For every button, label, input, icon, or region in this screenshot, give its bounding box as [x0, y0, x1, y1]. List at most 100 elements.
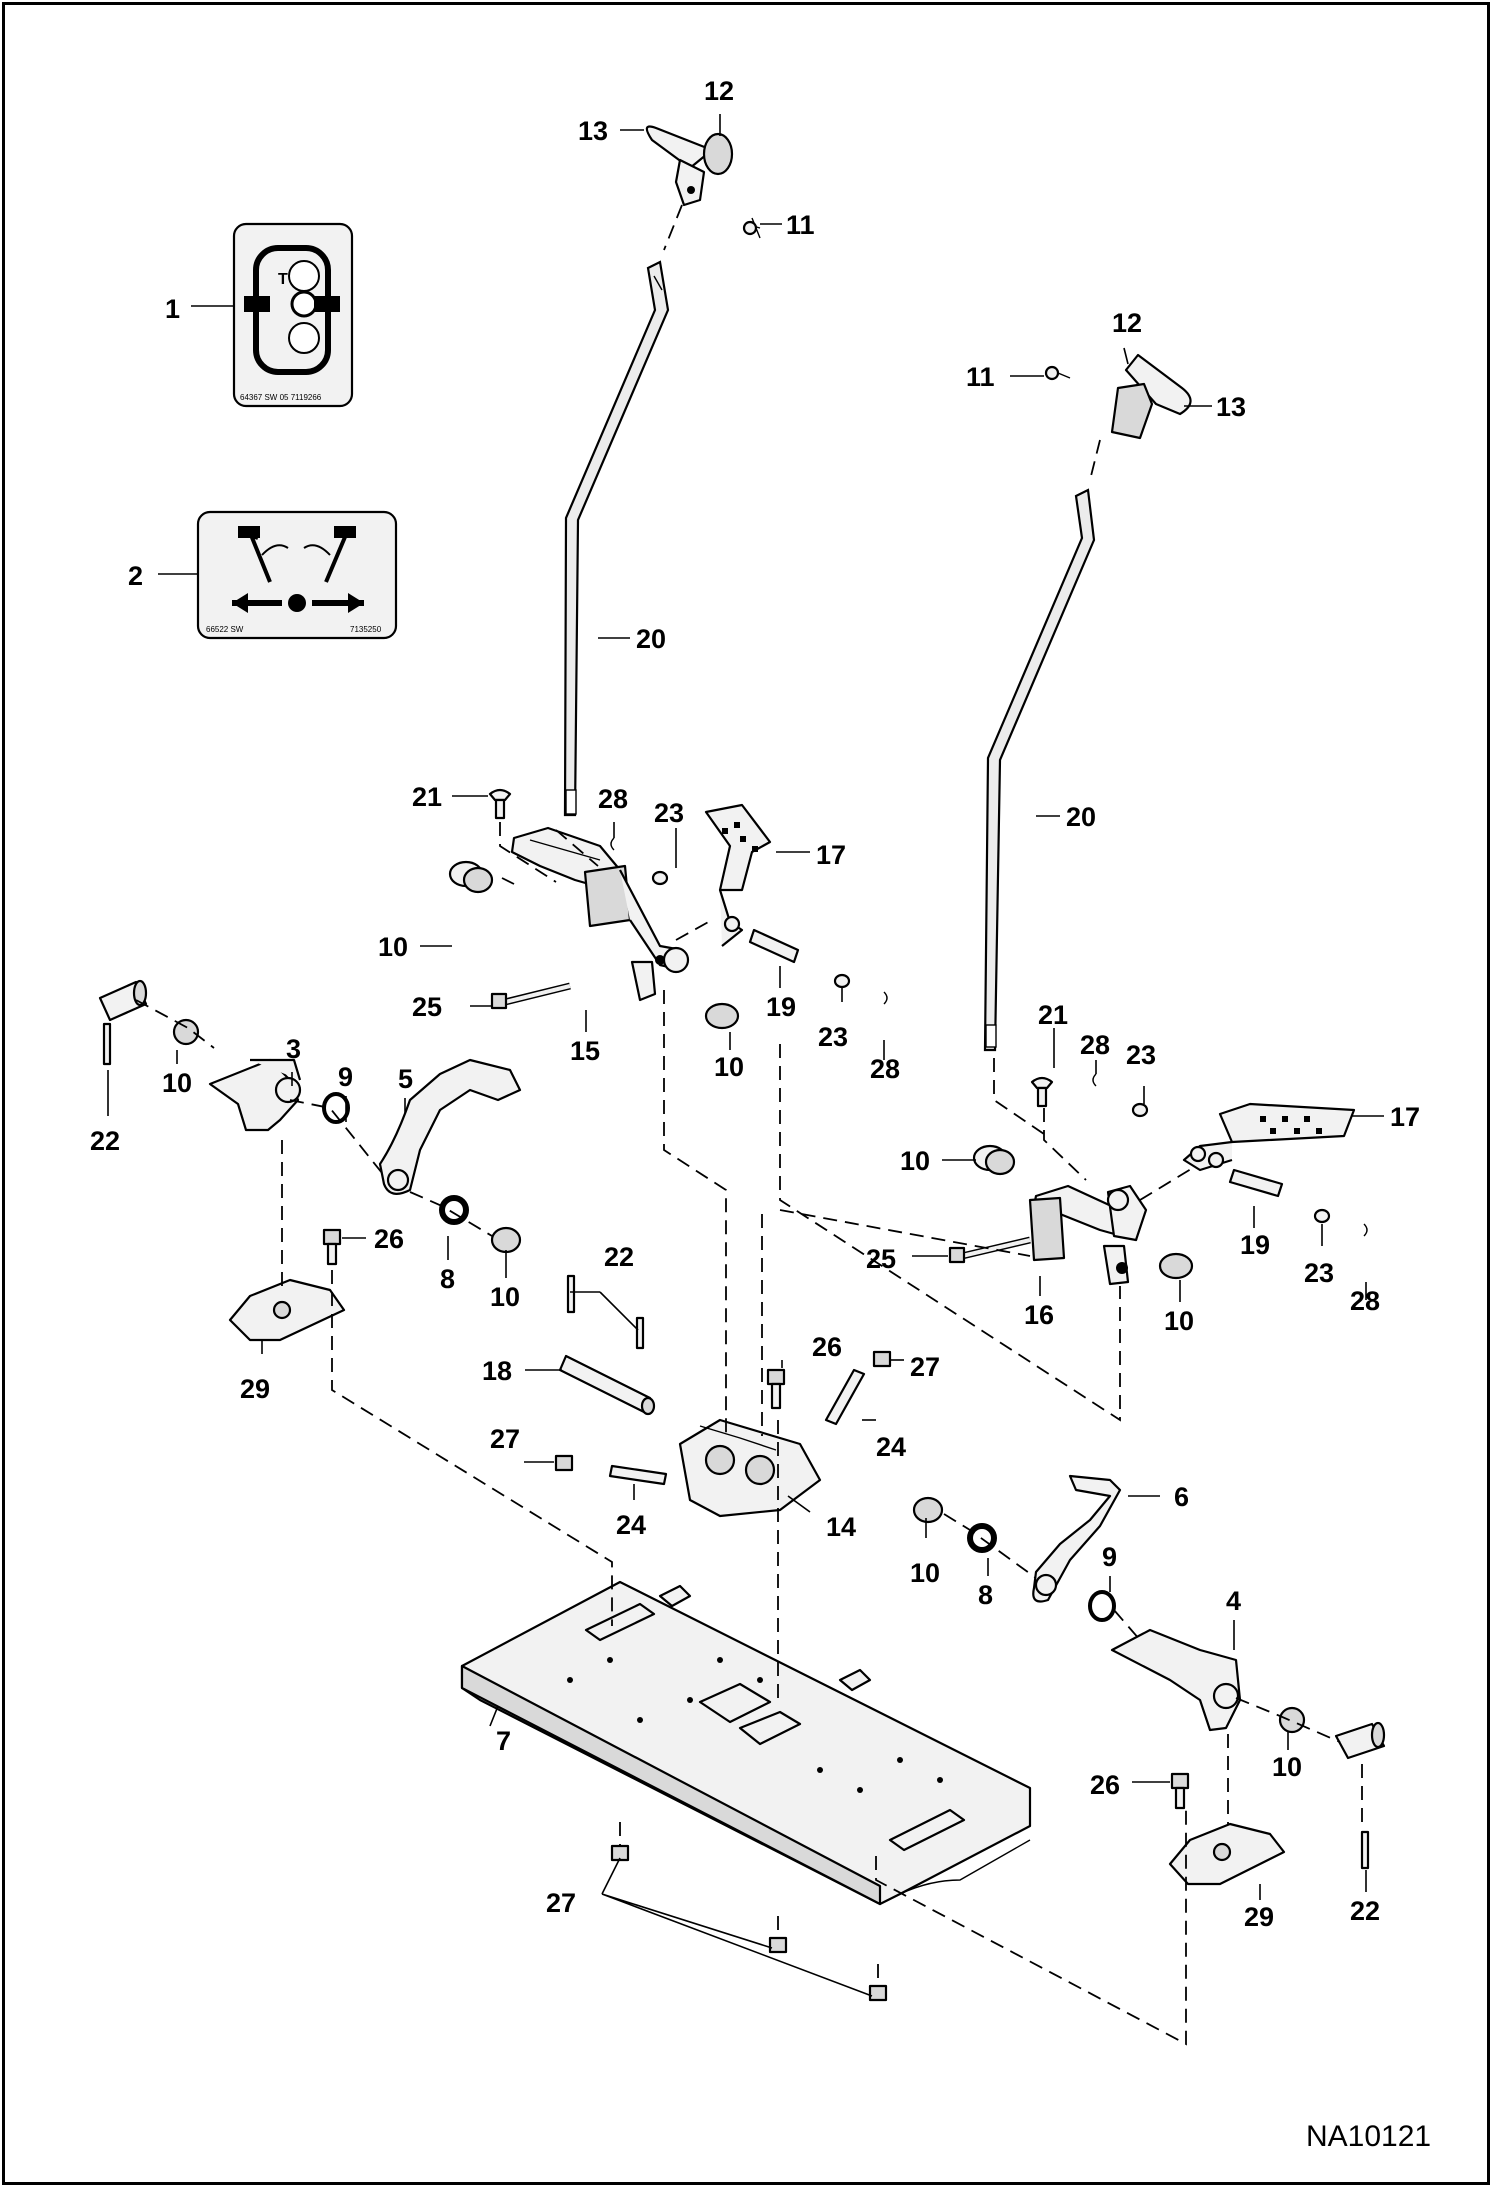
callout-22-center: 22 [604, 1242, 634, 1272]
left-pedal-washer-top [651, 870, 669, 886]
center-nut-right [872, 1350, 892, 1368]
center-roll-pin-a [566, 1274, 576, 1314]
callout-5-left-pedal-arm: 5 [398, 1064, 413, 1094]
callout-24-left-stud: 24 [616, 1510, 646, 1540]
center-pivot-block [678, 1418, 822, 1518]
right-handle-screw [1044, 365, 1071, 381]
callout-7-base-plate: 7 [496, 1726, 511, 1756]
center-bolt-top [766, 1368, 786, 1410]
right-pedal-clip-bottom [1363, 1223, 1368, 1237]
callout-1: 1 [165, 294, 180, 324]
left-pedal-clip-bottom [883, 991, 888, 1005]
callout-13-left: 13 [578, 116, 608, 146]
callout-27-base-nuts: 27 [546, 1888, 576, 1918]
callout-23-a: 23 [654, 798, 684, 828]
callout-29-left-base: 29 [240, 1374, 270, 1404]
callout-12-left: 12 [704, 76, 734, 106]
callout-10-b: 10 [714, 1052, 744, 1082]
decal-1-print: 64367 SW 05 7119266 [240, 393, 322, 402]
left-mount-bolt [322, 1228, 342, 1266]
callout-23-c: 23 [1126, 1040, 1156, 1070]
callout-22-left: 22 [90, 1126, 120, 1156]
left-lever-rod [563, 260, 670, 817]
left-pedal [704, 803, 772, 947]
callout-28-c: 28 [1080, 1030, 1110, 1060]
left-linkage-bushing [172, 1018, 200, 1046]
callout-15-left-bracket: 15 [570, 1036, 600, 1066]
callout-labels: 1 2 3 4 5 6 7 8 8 9 9 10 10 10 10 10 10 … [90, 76, 1420, 1932]
callout-9-left-ring: 9 [338, 1062, 353, 1092]
callout-17-left-pedal: 17 [816, 840, 846, 870]
callout-14-center-block: 14 [826, 1512, 856, 1542]
left-bracket-bushing-bottom [704, 1002, 740, 1030]
callout-12-right: 12 [1112, 308, 1142, 338]
center-pivot-shaft [558, 1354, 656, 1416]
left-bracket-screw [488, 788, 512, 820]
right-linkage-pin [1334, 1721, 1386, 1760]
callout-10-f: 10 [1272, 1752, 1302, 1782]
right-bracket-bushing-top [972, 1144, 1016, 1176]
callout-10-e: 10 [910, 1558, 940, 1588]
left-linkage-roll-pin [102, 1022, 112, 1066]
base-nut-c [868, 1984, 888, 2002]
callout-22-right: 22 [1350, 1896, 1380, 1926]
callout-19-left-pin: 19 [766, 992, 796, 1022]
left-pedal-pin [748, 928, 800, 964]
right-mount-base [1168, 1822, 1286, 1886]
callout-21-right-screw: 21 [1038, 1000, 1068, 1030]
callout-11-right: 11 [966, 362, 995, 392]
right-bracket-bushing-bottom [1158, 1252, 1194, 1280]
right-linkage-arm [1110, 1628, 1242, 1732]
callout-20-right-rod: 20 [1066, 802, 1096, 832]
decal-2-print-right: 7135250 [350, 625, 382, 634]
right-pedal-clip-top [1092, 1073, 1097, 1087]
right-pedal-washer-top [1131, 1102, 1149, 1118]
left-pedal-arm-washer [439, 1195, 469, 1225]
right-bracket-screw [1030, 1076, 1054, 1108]
callout-21-left-screw: 21 [412, 782, 442, 812]
left-bracket-bushing-top [448, 860, 494, 894]
left-pedal-arm-bushing [490, 1226, 522, 1254]
left-lever-bracket [510, 826, 690, 1002]
callout-8-right-washer: 8 [978, 1580, 993, 1610]
callout-24-right-stud: 24 [876, 1432, 906, 1462]
right-handle-dash [1089, 439, 1101, 481]
drawing-reference: NA10121 [1306, 2120, 1431, 2153]
right-pedal-pin [1228, 1168, 1284, 1198]
callout-18-shaft: 18 [482, 1356, 512, 1386]
callout-8-left-washer: 8 [440, 1264, 455, 1294]
callout-13-right: 13 [1216, 392, 1246, 422]
decal-1-pattern-icon: T 64367 SW 05 7119266 [232, 222, 354, 408]
callout-23-d: 23 [1304, 1258, 1334, 1288]
callout-26-left: 26 [374, 1224, 404, 1254]
left-handle-screw [742, 217, 761, 239]
base-nut-a [610, 1844, 630, 1862]
base-nut-b [768, 1936, 788, 1954]
callout-10-a: 10 [378, 932, 408, 962]
left-linkage-arm [208, 1058, 302, 1132]
callout-28-a: 28 [598, 784, 628, 814]
callout-20-left-rod: 20 [636, 624, 666, 654]
left-linkage-ring [322, 1092, 350, 1124]
right-linkage-bushing [1278, 1706, 1306, 1734]
right-pedal [1182, 1102, 1356, 1172]
callout-9-right-ring: 9 [1102, 1542, 1117, 1572]
callout-26-right: 26 [1090, 1770, 1120, 1800]
base-plate [460, 1580, 1032, 1906]
right-linkage-roll-pin [1360, 1830, 1370, 1870]
callout-28-b: 28 [870, 1054, 900, 1084]
callout-2: 2 [128, 561, 143, 591]
callout-19-right-pin: 19 [1240, 1230, 1270, 1260]
svg-text:T: T [278, 271, 288, 288]
left-handle-dash [663, 204, 683, 251]
right-mount-bolt [1170, 1772, 1190, 1810]
left-mount-base [228, 1278, 346, 1342]
callout-23-b: 23 [818, 1022, 848, 1052]
callout-16-right-bracket: 16 [1024, 1300, 1054, 1330]
left-linkage-pin [98, 979, 148, 1022]
callout-10-d: 10 [490, 1282, 520, 1312]
right-bracket-bolt [948, 1236, 1031, 1264]
left-pedal-clip-top [610, 837, 615, 851]
right-linkage-ring [1088, 1590, 1116, 1622]
